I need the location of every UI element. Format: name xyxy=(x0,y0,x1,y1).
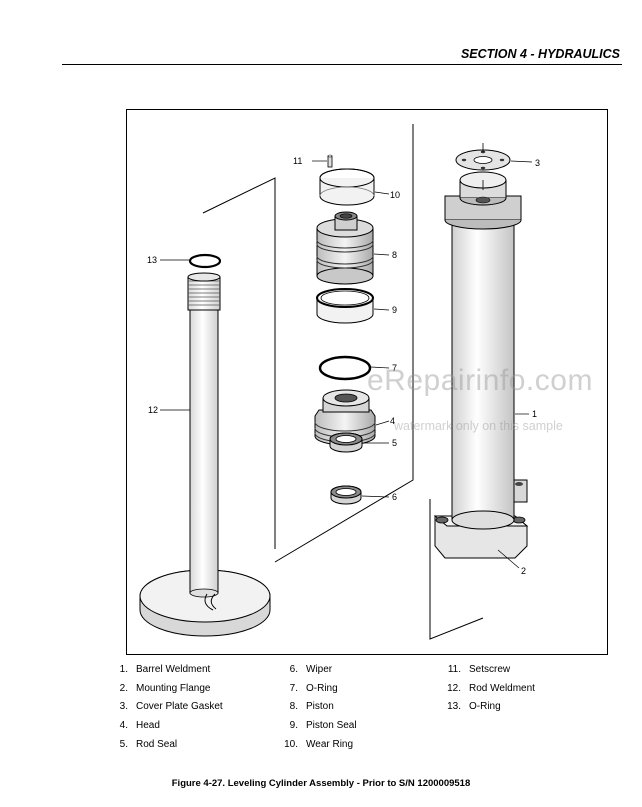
parts-legend: 1.Barrel Weldment 2.Mounting Flange 3.Co… xyxy=(0,664,642,764)
watermark: eRepairinfo.com watermark only on this s… xyxy=(367,364,642,434)
legend-item: 10.Wear Ring xyxy=(284,739,354,750)
header-rule xyxy=(62,64,622,65)
callout-11: 11 xyxy=(293,156,302,166)
callout-10: 10 xyxy=(390,190,400,200)
callout-2: 2 xyxy=(521,566,526,576)
legend-item: 7.O-Ring xyxy=(289,683,338,694)
callout-9: 9 xyxy=(392,305,397,315)
rod-weldment xyxy=(139,272,271,637)
callout-4: 4 xyxy=(390,416,395,426)
legend-item: 13.O-Ring xyxy=(447,701,501,712)
legend-item: 6.Wiper xyxy=(289,664,333,675)
legend-item: 9.Piston Seal xyxy=(289,720,357,731)
wear-ring-10 xyxy=(319,168,375,206)
o-ring-7 xyxy=(318,355,372,381)
callout-13: 13 xyxy=(147,255,157,265)
legend-item: 1.Barrel Weldment xyxy=(119,664,211,675)
watermark-site: eRepairinfo.com xyxy=(367,364,593,397)
cover-plate-gasket-3 xyxy=(455,149,511,171)
callout-8: 8 xyxy=(392,250,397,260)
cylinder-drawing: 11 10 8 9 7 4 5 6 3 1 2 12 13 xyxy=(139,124,540,640)
legend-item: 11.Setscrew xyxy=(447,664,511,675)
section-header: SECTION 4 - HYDRAULICS xyxy=(460,47,620,61)
piston-8 xyxy=(316,211,374,285)
legend-item: 12.Rod Weldment xyxy=(447,683,535,694)
callout-5: 5 xyxy=(392,438,397,448)
legend-item: 8.Piston xyxy=(289,701,334,712)
barrel-weldment xyxy=(433,171,529,559)
callout-1: 1 xyxy=(532,409,537,419)
legend-item: 5.Rod Seal xyxy=(119,739,178,750)
callout-7: 7 xyxy=(392,363,397,373)
watermark-notice: watermark only on this sample xyxy=(394,419,563,433)
head-4 xyxy=(314,389,376,446)
legend-item: 2.Mounting Flange xyxy=(119,683,211,694)
o-ring-13 xyxy=(188,253,222,269)
legend-item: 3.Cover Plate Gasket xyxy=(119,701,223,712)
callout-12: 12 xyxy=(148,405,158,415)
setscrew-11 xyxy=(327,154,333,168)
wiper-6 xyxy=(330,485,362,505)
figure-caption: Figure 4-27. Leveling Cylinder Assembly … xyxy=(171,778,471,789)
leader-lines xyxy=(160,160,533,569)
legend-item: 4.Head xyxy=(119,720,160,731)
callout-3: 3 xyxy=(535,158,540,168)
exploded-view-figure: 11 10 8 9 7 4 5 6 3 1 2 12 13 xyxy=(126,109,608,655)
callout-6: 6 xyxy=(392,492,397,502)
piston-seal-9 xyxy=(316,288,374,324)
rod-seal-5 xyxy=(329,432,363,453)
